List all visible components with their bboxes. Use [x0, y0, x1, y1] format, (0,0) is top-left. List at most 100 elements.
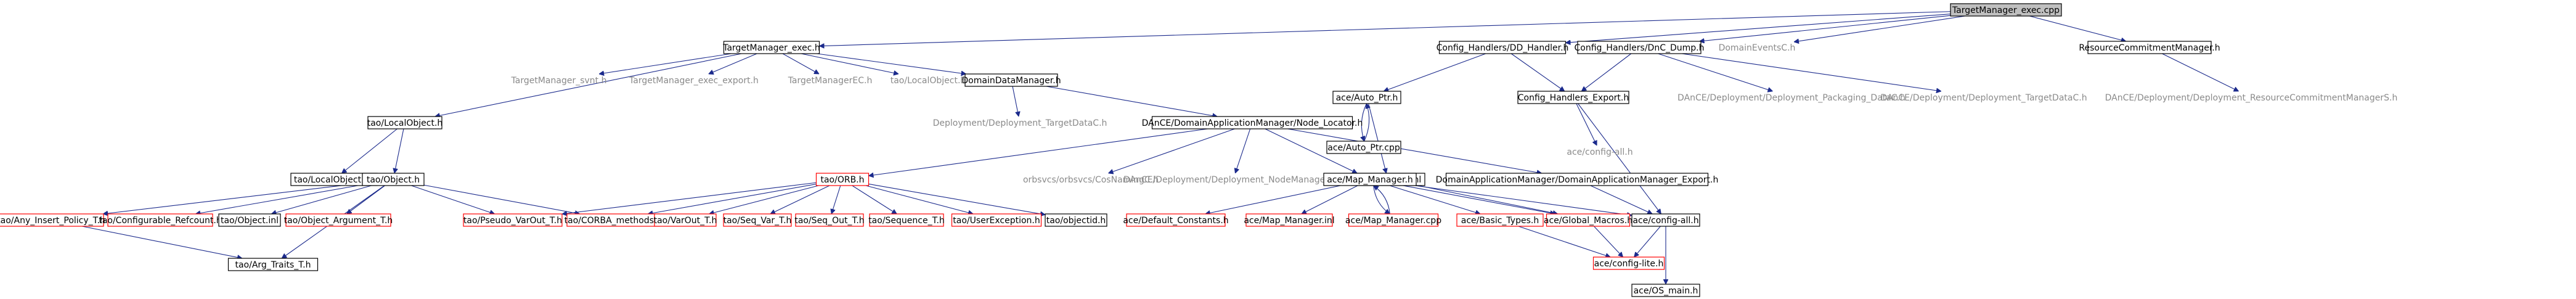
- graph-node[interactable]: tao/Seq_Out_T.h: [794, 213, 865, 227]
- edges-layer: [81, 11, 2239, 284]
- graph-node: TargetManager_svnt.h: [511, 76, 607, 86]
- edge-n25-to-n41: [868, 183, 1046, 215]
- node-box: [1631, 213, 1700, 227]
- graph-node[interactable]: tao/Arg_Traits_T.h: [227, 258, 319, 271]
- node-label: tao/LocalObject.inl: [294, 175, 374, 185]
- node-label: DomainDataManager.h: [961, 76, 1061, 86]
- graph-node[interactable]: Config_Handlers_Export.h: [1517, 91, 1629, 104]
- node-box: [654, 213, 717, 227]
- graph-node[interactable]: tao/Seq_Var_T.h: [723, 213, 792, 227]
- node-box: [227, 258, 319, 271]
- node-label: TargetManagerEC.h: [788, 76, 873, 86]
- node-label: TargetManager_exec_export.h: [629, 76, 759, 86]
- node-box: [723, 41, 820, 54]
- graph-node[interactable]: ace/config-all.h: [1631, 213, 1700, 227]
- graph-node[interactable]: ace/Map_Manager.h: [1323, 173, 1417, 186]
- node-label: ace/Map_Manager.cpp: [1345, 216, 1441, 226]
- edge-n30-to-n48: [81, 226, 242, 258]
- graph-node[interactable]: DAnCE/DomainApplicationManager/Node_Loca…: [1142, 116, 1363, 129]
- node-label: DAnCE/Deployment/Deployment_TargetDataC.…: [1880, 93, 2087, 103]
- nodes-layer: TargetManager_exec.cppTargetManager_exec…: [0, 3, 2398, 297]
- node-label: Config_Handlers/DD_Handler.h: [1437, 43, 1569, 53]
- edge-n01-to-n05: [1794, 15, 1965, 42]
- node-box: [218, 213, 281, 227]
- node-box: [1592, 256, 1665, 270]
- node-label: DAnCE/Deployment/Deployment_Packaging_Da…: [1677, 93, 1906, 103]
- node-label: ace/Basic_Types.h: [1461, 216, 1539, 226]
- graph-node[interactable]: DomainDataManager.h: [961, 73, 1061, 87]
- graph-node[interactable]: ace/Basic_Types.h: [1456, 213, 1544, 227]
- node-box: [285, 213, 391, 227]
- graph-node[interactable]: ace/Map_Manager.inl: [1244, 213, 1335, 227]
- edge-n02-to-n17: [435, 53, 742, 117]
- edge-n17-to-n24: [394, 128, 404, 173]
- node-box: [463, 213, 563, 227]
- graph-node[interactable]: tao/UserException.h: [951, 213, 1042, 227]
- node-box: [1126, 213, 1226, 227]
- graph-node[interactable]: ace/OS_main.h: [1631, 284, 1700, 297]
- edge-n20-to-n12: [1364, 104, 1369, 142]
- graph-node[interactable]: tao/Pseudo_VarOut_T.h: [463, 213, 563, 227]
- graph-node[interactable]: tao/CORBA_methods.h: [565, 213, 662, 227]
- edge-n46-to-n49: [1594, 226, 1623, 257]
- node-box: [1517, 91, 1629, 104]
- edge-n03-to-n12: [1384, 53, 1486, 91]
- node-label: Config_Handlers/DnC_Dump.h: [1575, 43, 1705, 53]
- node-label: ResourceCommitmentManager.h: [2079, 43, 2220, 53]
- node-box: [964, 73, 1058, 87]
- graph-node[interactable]: tao/LocalObject.h: [367, 116, 443, 129]
- graph-node[interactable]: tao/objectid.h: [1045, 213, 1107, 227]
- node-label: tao/CORBA_methods.h: [565, 216, 662, 226]
- node-box: [1631, 284, 1700, 297]
- edge-n04-to-n15: [1681, 53, 1941, 91]
- node-label: tao/Configurable_Refcount.h: [99, 216, 221, 226]
- graph-node[interactable]: tao/Object.inl: [218, 213, 281, 227]
- edge-n25-to-n39: [852, 185, 897, 214]
- node-box: [367, 116, 442, 129]
- graph-node[interactable]: ResourceCommitmentManager.h: [2079, 41, 2220, 54]
- edge-n24-to-n35: [423, 184, 580, 214]
- graph-node[interactable]: tao/Sequence_T.h: [868, 213, 945, 227]
- edge-n11-to-n19: [1046, 86, 1218, 117]
- graph-node[interactable]: ace/Auto_Ptr.cpp: [1326, 141, 1401, 154]
- node-box: [1245, 213, 1333, 227]
- node-box: [1323, 173, 1417, 186]
- edge-n11-to-n18: [1012, 86, 1019, 117]
- graph-node: TargetManagerEC.h: [788, 76, 873, 86]
- graph-node[interactable]: tao/ORB.h: [815, 173, 870, 186]
- edge-n02-to-n11: [817, 53, 966, 74]
- node-box: [1348, 213, 1439, 227]
- graph-node[interactable]: tao/Configurable_Refcount.h: [99, 213, 222, 227]
- edge-n02-to-n08: [709, 53, 757, 74]
- node-label: tao/Object.inl: [221, 216, 279, 226]
- edge-n12-to-n20: [1361, 103, 1367, 141]
- graph-node[interactable]: ace/Auto_Ptr.h: [1332, 91, 1401, 104]
- edge-n19-to-n29: [1287, 128, 1541, 173]
- node-label: ace/Map_Manager.h: [1327, 175, 1413, 185]
- graph-node: DAnCE/Deployment/Deployment_Packaging_Da…: [1677, 93, 1906, 103]
- graph-node[interactable]: DomainApplicationManager/DomainApplicati…: [1436, 173, 1719, 186]
- graph-node[interactable]: ace/config-lite.h: [1592, 256, 1665, 270]
- graph-node[interactable]: Config_Handlers/DD_Handler.h: [1437, 41, 1569, 54]
- edge-n01-to-n03: [1566, 14, 1951, 43]
- edge-n47-to-n49: [1634, 226, 1661, 257]
- graph-node[interactable]: ace/Map_Manager.cpp: [1345, 213, 1441, 227]
- edge-n24-to-n32: [271, 185, 372, 214]
- graph-node[interactable]: Config_Handlers/DnC_Dump.h: [1575, 41, 1705, 54]
- graph-node[interactable]: ace/Global_Macros.h: [1544, 213, 1632, 227]
- node-label: ace/config-lite.h: [1594, 259, 1664, 269]
- node-box: [1577, 41, 1702, 54]
- edge-n19-to-n25: [869, 128, 1208, 176]
- graph-node[interactable]: tao/Object_Argument_T.h: [284, 213, 393, 227]
- graph-node[interactable]: TargetManager_exec.h: [722, 41, 820, 54]
- graph-node[interactable]: tao/LocalObject.inl: [290, 173, 378, 186]
- graph-node[interactable]: tao/Object.h: [362, 173, 425, 186]
- graph-node[interactable]: tao/Any_Insert_Policy_T.h: [0, 213, 105, 227]
- edge-n24-to-n33: [346, 185, 385, 214]
- edge-n28-to-n44: [1373, 185, 1390, 214]
- node-label: DAnCE/Deployment/Deployment_ResourceComm…: [2105, 93, 2398, 103]
- graph-node[interactable]: ace/Default_Constants.h: [1123, 213, 1229, 227]
- node-box: [1438, 41, 1567, 54]
- graph-node[interactable]: tao/VarOut_T.h: [654, 213, 717, 227]
- graph-node[interactable]: TargetManager_exec.cpp: [1950, 3, 2062, 17]
